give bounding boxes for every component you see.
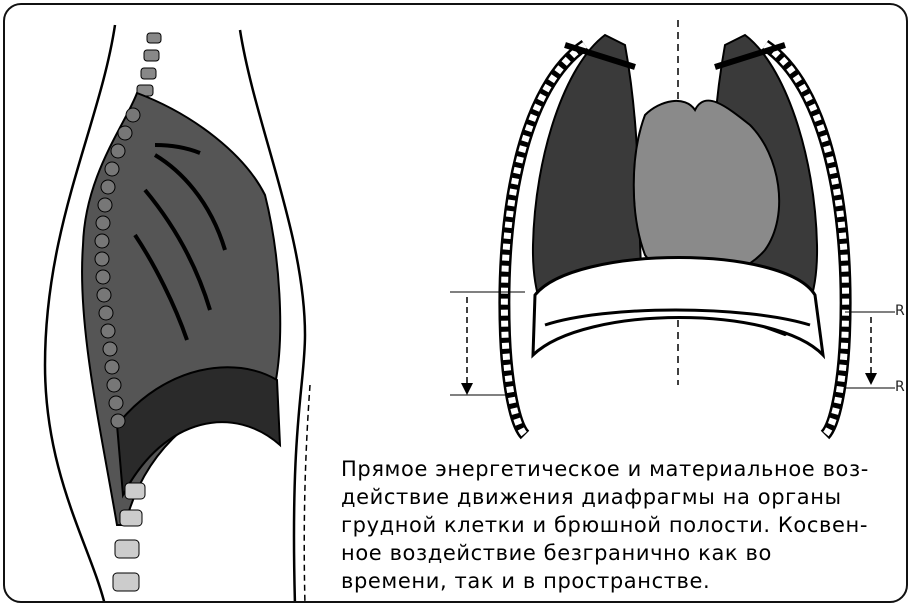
figure-caption: Прямое энергетическое и материальное воз… <box>341 455 901 595</box>
caption-line: времени, так и в пространстве. <box>341 567 901 595</box>
vertebra <box>141 68 156 79</box>
caption-line: ное воздействие безгранично как во <box>341 539 901 567</box>
vertebra <box>113 573 139 591</box>
vertebra <box>120 510 142 526</box>
frontal-thorax-view <box>450 20 895 435</box>
caption-line: действие движения диафрагмы на органы <box>341 483 901 511</box>
caption-line: Прямое энергетическое и материальное воз… <box>341 455 901 483</box>
arrow-right-head <box>865 373 877 385</box>
vertebra <box>115 540 139 558</box>
side-label-lower: R <box>895 379 905 395</box>
vertebra <box>147 33 161 43</box>
diaphragm <box>533 258 823 356</box>
arrow-left-head <box>461 383 473 395</box>
vertebra <box>144 50 159 61</box>
body-outline-dashed <box>304 385 310 603</box>
figure-frame: R R Прямое энергетическое и материальное… <box>3 3 908 603</box>
side-label-upper: R <box>895 303 905 319</box>
vertebra <box>125 483 145 499</box>
lateral-thorax-view <box>45 25 310 603</box>
caption-line: грудной клетки и брюшной полости. Косвен… <box>341 511 901 539</box>
